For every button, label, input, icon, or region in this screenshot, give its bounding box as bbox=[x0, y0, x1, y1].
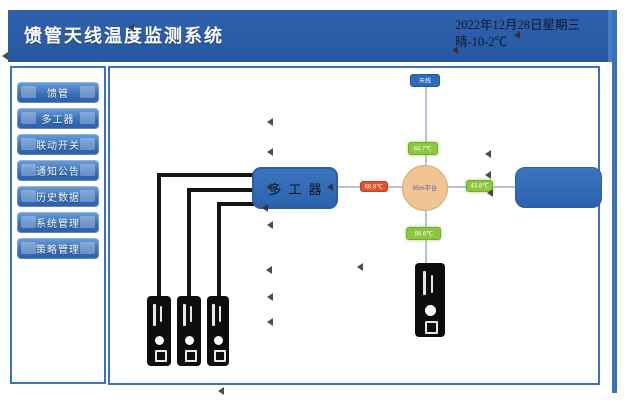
sidebar-item-label: 历史数据 bbox=[36, 193, 80, 204]
cursor-artifact-icon bbox=[487, 189, 493, 197]
button-end-cap bbox=[80, 164, 95, 176]
antenna-node-label: 天线 bbox=[419, 77, 431, 84]
sidebar-item-history-data[interactable]: 历史数据 bbox=[17, 186, 99, 207]
cursor-artifact-icon bbox=[485, 171, 491, 179]
cursor-artifact-icon bbox=[267, 148, 273, 156]
sidebar: 馈管 多工器 联动开关 通知公告 历史数据 系统管理 bbox=[10, 66, 106, 384]
button-end-cap bbox=[21, 112, 36, 124]
sidebar-item-notices[interactable]: 通知公告 bbox=[17, 160, 99, 181]
cursor-artifact-icon bbox=[262, 204, 268, 212]
cursor-artifact-icon bbox=[514, 31, 520, 39]
button-end-cap bbox=[80, 190, 95, 202]
cursor-artifact-icon bbox=[485, 150, 491, 158]
button-end-cap bbox=[80, 242, 95, 254]
button-end-cap bbox=[80, 138, 95, 150]
cursor-artifact-icon bbox=[266, 266, 272, 274]
multiplexer-temp-badge: 68.8℃ bbox=[360, 181, 388, 192]
feeder-cable-1 bbox=[157, 173, 254, 177]
button-end-cap bbox=[21, 242, 36, 254]
datetime-weather: 2022年12月28日星期三 晴-10-2℃ bbox=[455, 17, 580, 51]
hub-label: 95m平台 bbox=[412, 185, 438, 192]
date-text: 2022年12月28日星期三 bbox=[455, 18, 581, 32]
sidebar-item-label: 多工器 bbox=[41, 115, 75, 126]
antenna-unit-1[interactable] bbox=[147, 296, 171, 366]
feeder-cable-1 bbox=[157, 173, 161, 298]
platform-hub-node[interactable]: 95m平台 bbox=[402, 165, 448, 211]
cursor-artifact-icon bbox=[218, 387, 224, 395]
feeder-cable-3 bbox=[217, 202, 221, 298]
page-title: 馈管天线温度监测系统 bbox=[24, 26, 224, 46]
feeder-cable-3 bbox=[217, 202, 254, 206]
sidebar-item-linked-switch[interactable]: 联动开关 bbox=[17, 134, 99, 155]
button-end-cap bbox=[21, 216, 36, 228]
sidebar-item-system-management[interactable]: 系统管理 bbox=[17, 212, 99, 233]
antenna-unit-2[interactable] bbox=[177, 296, 201, 366]
sidebar-item-label: 系统管理 bbox=[36, 219, 80, 230]
button-end-cap bbox=[21, 138, 36, 150]
antenna-unit-3[interactable] bbox=[207, 296, 229, 366]
cursor-artifact-icon bbox=[267, 318, 273, 326]
antenna-node-badge: 天线 bbox=[410, 74, 440, 87]
cursor-artifact-icon bbox=[128, 24, 134, 32]
button-end-cap bbox=[80, 86, 95, 98]
feeder-cable-2 bbox=[187, 188, 254, 192]
button-end-cap bbox=[80, 216, 95, 228]
sidebar-item-feeder[interactable]: 馈管 bbox=[17, 82, 99, 103]
sidebar-item-label: 联动开关 bbox=[36, 141, 80, 152]
button-end-cap bbox=[21, 86, 36, 98]
button-end-cap bbox=[21, 164, 36, 176]
weather-text: 晴-10-2℃ bbox=[455, 34, 508, 49]
cursor-artifact-icon bbox=[327, 183, 333, 191]
temp-value: 98.6℃ bbox=[414, 230, 433, 237]
feeder-cable-2 bbox=[187, 188, 191, 298]
cursor-artifact-icon bbox=[357, 263, 363, 271]
hub-right-temp-badge: 43.8℃ bbox=[466, 180, 493, 192]
button-end-cap bbox=[21, 190, 36, 202]
title-bar: 馈管天线温度监测系统 2022年12月28日星期三 晴-10-2℃ bbox=[8, 10, 612, 62]
sidebar-item-multiplexer[interactable]: 多工器 bbox=[17, 108, 99, 129]
rf-device[interactable] bbox=[415, 263, 445, 337]
diagram-canvas: 多工器 68.8℃ 95m平台 天线 84.7℃ 43.8℃ 98.6℃ bbox=[108, 66, 602, 385]
connector-hub-to-antenna bbox=[425, 86, 427, 166]
temp-value: 43.8℃ bbox=[470, 183, 489, 190]
cursor-artifact-icon bbox=[267, 293, 273, 301]
sidebar-item-label: 馈管 bbox=[47, 89, 69, 100]
sidebar-item-policy-management[interactable]: 策略管理 bbox=[17, 238, 99, 259]
temp-value: 84.7℃ bbox=[413, 145, 433, 152]
cursor-artifact-icon bbox=[452, 46, 458, 54]
sidebar-item-label: 通知公告 bbox=[36, 167, 80, 178]
window-right-border bbox=[612, 10, 617, 393]
equipment-box[interactable] bbox=[515, 167, 602, 208]
cursor-artifact-icon bbox=[266, 183, 272, 191]
hub-bottom-temp-badge: 98.6℃ bbox=[406, 227, 441, 240]
multiplexer-label: 多工器 bbox=[268, 181, 329, 197]
button-end-cap bbox=[80, 112, 95, 124]
multiplexer-box[interactable]: 多工器 bbox=[252, 167, 338, 209]
sidebar-item-label: 策略管理 bbox=[36, 245, 80, 256]
cursor-artifact-icon bbox=[267, 118, 273, 126]
hub-top-temp-badge: 84.7℃ bbox=[408, 142, 438, 155]
cursor-artifact-icon bbox=[2, 52, 8, 60]
cursor-artifact-icon bbox=[267, 221, 273, 229]
temp-value: 68.8℃ bbox=[364, 183, 384, 190]
